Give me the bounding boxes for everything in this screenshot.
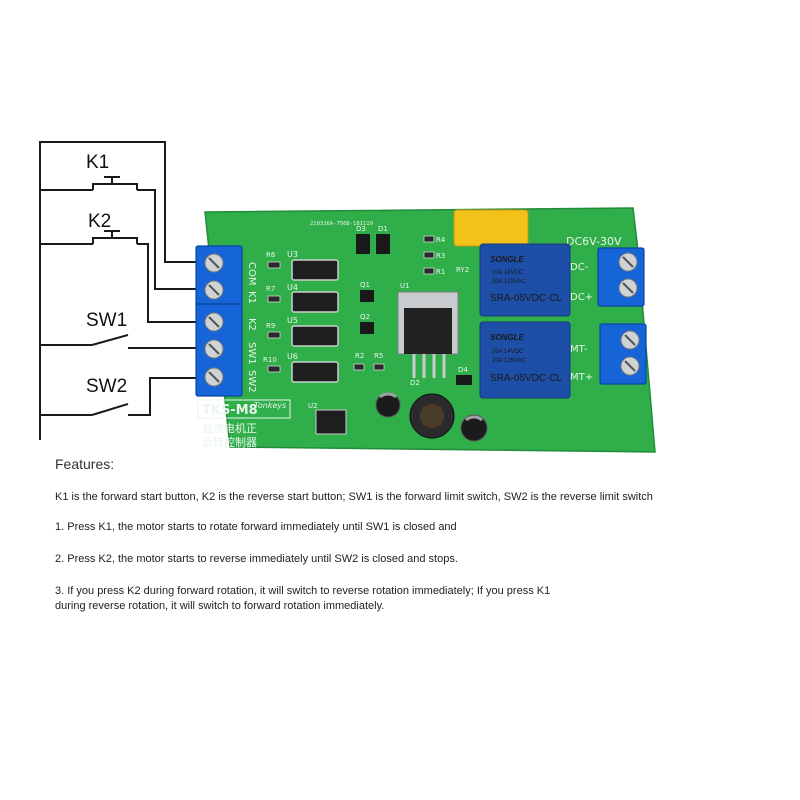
features-intro: K1 is the forward start button, K2 is th…	[55, 491, 653, 503]
power-label: DC6V-30V	[566, 235, 622, 248]
svg-text:20A 125VAC: 20A 125VAC	[492, 358, 527, 364]
svg-text:TKS-M8: TKS-M8	[202, 403, 258, 418]
diodes: D3 D1 D4 D2	[356, 225, 472, 387]
svg-text:R4: R4	[436, 236, 446, 244]
sw1-label: SW1	[86, 310, 127, 331]
svg-text:R7: R7	[266, 285, 275, 293]
svg-text:Q2: Q2	[360, 313, 370, 321]
svg-text:R1: R1	[436, 268, 445, 276]
svg-text:R5: R5	[374, 352, 383, 360]
feature-item-1: 1. Press K1, the motor starts to rotate …	[55, 521, 457, 533]
svg-text:U1: U1	[400, 282, 410, 290]
svg-text:U4: U4	[287, 283, 298, 292]
svg-text:R6: R6	[266, 251, 276, 259]
voltage-regulator: U1	[397, 282, 459, 378]
svg-text:R2: R2	[355, 352, 364, 360]
svg-text:K2: K2	[246, 318, 257, 331]
k1-button-icon	[92, 176, 138, 190]
svg-text:U3: U3	[287, 250, 298, 259]
svg-text:SONGLE: SONGLE	[490, 255, 524, 264]
svg-text:20A 125VAC: 20A 125VAC	[492, 279, 527, 285]
resistor-labels: R6 R7 R9 R10 R4 R3 R1 R2 R5	[263, 236, 446, 364]
svg-text:DC+: DC+	[570, 292, 593, 303]
svg-text:SW1: SW1	[246, 342, 257, 365]
svg-text:K1: K1	[246, 291, 257, 304]
svg-text:MT-: MT-	[570, 344, 588, 355]
yellow-capacitor	[453, 209, 529, 247]
k1-label: K1	[86, 152, 109, 173]
svg-text:反转控制器: 反转控制器	[202, 435, 257, 449]
capacitors	[375, 392, 488, 442]
svg-text:D4: D4	[458, 366, 468, 374]
svg-text:SRA-05VDC-CL: SRA-05VDC-CL	[490, 293, 563, 304]
serial-number: 220326A-7508-181119	[310, 221, 373, 227]
ic-u2: U2	[308, 402, 347, 435]
svg-text:SRA-05VDC-CL: SRA-05VDC-CL	[490, 373, 563, 384]
features-section: Features: K1 is the forward start button…	[55, 456, 775, 631]
terminal-screws-left	[204, 253, 224, 387]
transistors: Q1 Q2	[360, 281, 374, 334]
svg-text:MT+: MT+	[570, 372, 593, 383]
svg-text:R9: R9	[266, 322, 275, 330]
terminal-labels-right: DC- DC+ MT- MT+	[570, 262, 593, 383]
svg-text:U2: U2	[308, 402, 318, 410]
relay-bottom: SONGLE 20A 14VDC 20A 125VAC SRA-05VDC-CL	[479, 321, 571, 399]
right-terminal-block-power	[597, 247, 645, 307]
pcb-board: COM K1 K2 SW1 SW2 220326A-7508-181119 U3…	[195, 207, 656, 453]
svg-text:SW2: SW2	[246, 370, 257, 393]
svg-text:DC-: DC-	[570, 262, 589, 273]
svg-text:20A 14VDC: 20A 14VDC	[492, 270, 524, 276]
svg-text:R3: R3	[436, 252, 445, 260]
feature-item-3-line-1: 3. If you press K2 during forward rotati…	[55, 585, 551, 597]
features-heading: Features:	[55, 456, 115, 472]
svg-text:D1: D1	[378, 225, 388, 233]
svg-text:Tonkeys: Tonkeys	[254, 401, 286, 410]
svg-text:20A 14VDC: 20A 14VDC	[492, 349, 524, 355]
relay-top: SONGLE 20A 14VDC 20A 125VAC SRA-05VDC-CL	[479, 243, 571, 317]
svg-text:SONGLE: SONGLE	[490, 333, 524, 342]
smd-resistors	[267, 235, 435, 373]
feature-item-3: 3. If you press K2 during forward rotati…	[55, 584, 775, 614]
k2-label: K2	[88, 211, 111, 232]
sw2-label: SW2	[86, 376, 127, 397]
svg-text:COM: COM	[246, 262, 257, 285]
right-terminal-block-motor	[599, 323, 647, 385]
svg-text:D3: D3	[356, 225, 366, 233]
board-model-label: TKS-M8 Tonkeys 直流电机正 反转控制器	[197, 399, 291, 449]
svg-text:U5: U5	[287, 316, 298, 325]
svg-text:RY2: RY2	[456, 266, 469, 274]
svg-text:D2: D2	[410, 379, 420, 387]
svg-text:R10: R10	[263, 356, 277, 364]
k2-button-icon	[92, 230, 138, 244]
wiring-diagram	[39, 141, 200, 440]
feature-item-2: 2. Press K2, the motor starts to reverse…	[55, 553, 458, 565]
feature-item-3-line-2: during reverse rotation, it will switch …	[55, 600, 385, 612]
svg-text:直流电机正: 直流电机正	[202, 421, 257, 435]
inductor	[409, 393, 455, 439]
optocouplers: U3 U4 U5 U6	[287, 250, 339, 383]
svg-text:U6: U6	[287, 352, 298, 361]
svg-text:Q1: Q1	[360, 281, 370, 289]
terminal-labels-left: COM K1 K2 SW1 SW2	[246, 262, 257, 393]
